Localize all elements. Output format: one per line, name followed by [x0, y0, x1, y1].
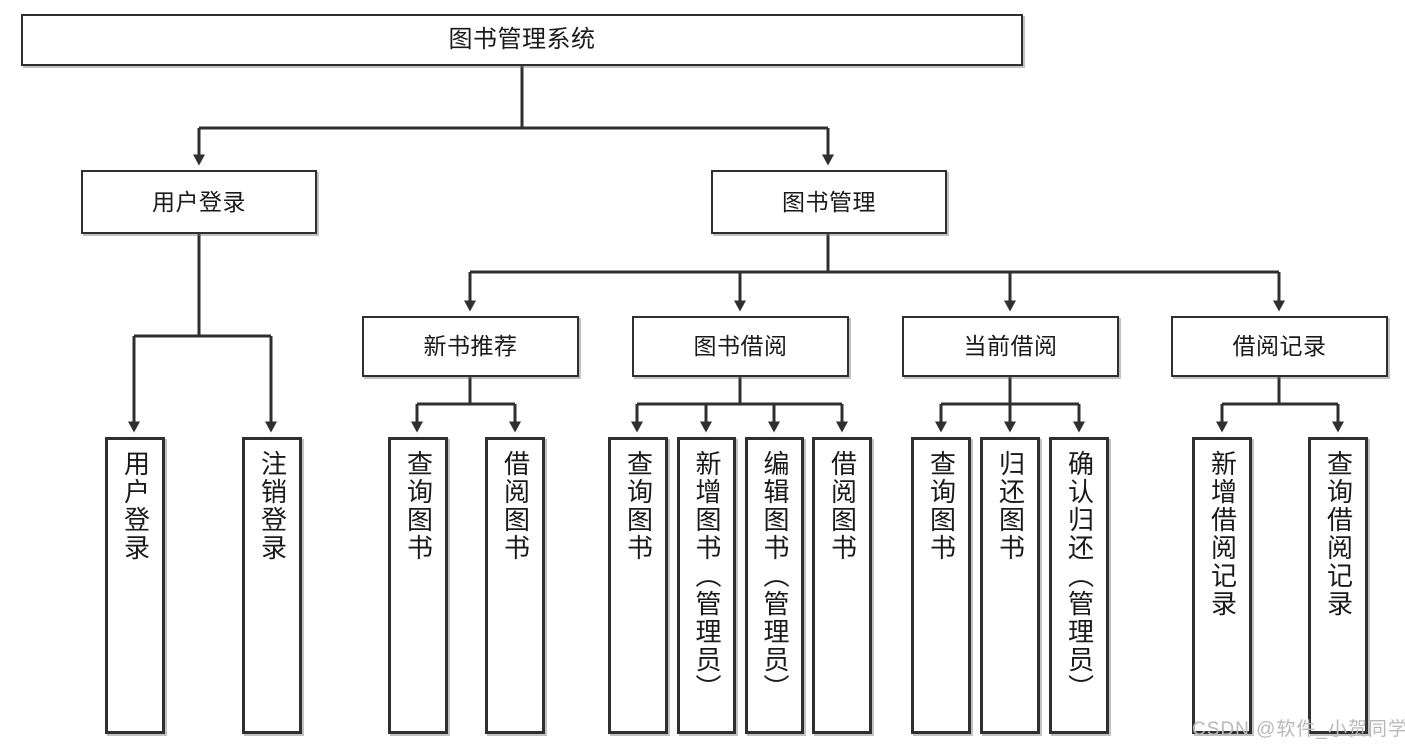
node-label: 归还图书 [995, 450, 1026, 562]
leaf-search-book-borrow[interactable]: 查询图书 [608, 437, 668, 734]
node-user-login[interactable]: 用户登录 [81, 170, 317, 234]
node-label: 借阅图书 [500, 450, 531, 562]
node-label: 图书管理系统 [448, 26, 596, 54]
node-borrow-record[interactable]: 借阅记录 [1171, 316, 1388, 377]
leaf-add-borrow-record[interactable]: 新增借阅记录 [1192, 437, 1252, 734]
node-label: 图书管理 [782, 188, 876, 215]
leaf-return-book[interactable]: 归还图书 [980, 437, 1040, 734]
leaf-search-borrow-record[interactable]: 查询借阅记录 [1308, 437, 1368, 734]
node-current-borrow[interactable]: 当前借阅 [902, 316, 1119, 377]
node-label: 图书借阅 [693, 333, 788, 360]
leaf-user-login[interactable]: 用户登录 [105, 437, 165, 734]
node-label: 查询图书 [403, 450, 434, 562]
leaf-search-book-current[interactable]: 查询图书 [911, 437, 971, 734]
node-label: 新增图书（管理员） [692, 450, 723, 702]
node-label: 新增借阅记录 [1207, 450, 1238, 618]
node-root-system[interactable]: 图书管理系统 [21, 14, 1023, 66]
leaf-logout[interactable]: 注销登录 [242, 437, 302, 734]
node-label: 查询图书 [623, 450, 654, 562]
node-label: 用户登录 [152, 188, 246, 215]
leaf-borrow-book[interactable]: 借阅图书 [812, 437, 872, 734]
leaf-confirm-return-admin[interactable]: 确认归还（管理员） [1049, 437, 1109, 734]
node-label: 编辑图书（管理员） [760, 450, 791, 702]
node-book-management[interactable]: 图书管理 [711, 170, 947, 234]
node-new-book-recommend[interactable]: 新书推荐 [362, 316, 579, 377]
node-label: 查询借阅记录 [1323, 450, 1354, 618]
leaf-edit-book-admin[interactable]: 编辑图书（管理员） [745, 437, 804, 734]
node-label: 注销登录 [257, 450, 288, 562]
node-book-borrow[interactable]: 图书借阅 [632, 316, 849, 377]
node-label: 查询图书 [926, 450, 957, 562]
node-label: 当前借阅 [963, 333, 1058, 360]
node-label: 借阅图书 [827, 450, 858, 562]
node-label: 用户登录 [120, 450, 151, 562]
leaf-add-book-admin[interactable]: 新增图书（管理员） [677, 437, 736, 734]
node-label: 确认归还（管理员） [1064, 450, 1095, 702]
watermark-text: CSDN @软件_小贺同学 [1192, 719, 1405, 740]
leaf-borrow-book-recommend[interactable]: 借阅图书 [485, 437, 545, 734]
node-label: 新书推荐 [423, 333, 518, 360]
leaf-search-book-recommend[interactable]: 查询图书 [388, 437, 448, 734]
node-label: 借阅记录 [1232, 333, 1327, 360]
